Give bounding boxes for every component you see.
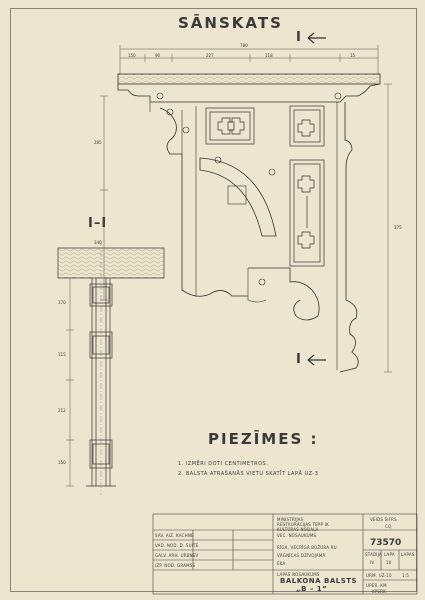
top-dimension-lines	[119, 45, 379, 75]
dim-top-part-3: 227	[206, 53, 214, 58]
title-block-frame	[152, 513, 418, 595]
dim-left-1: 285	[94, 140, 102, 145]
tb-sheet-label: LAPAS NOSAUKUMS	[277, 572, 320, 577]
tb-page-value: 10	[386, 560, 392, 565]
right-post	[339, 102, 359, 373]
tb-object-label: VEC. NOSAUKUMS	[277, 533, 317, 538]
tb-page-label: LAPA	[384, 552, 395, 557]
section-arrow-bottom	[307, 354, 326, 366]
dim-section-1: 170	[58, 300, 66, 305]
section-title: I–I	[88, 216, 108, 231]
dim-top-part-4: 118	[265, 53, 273, 58]
notes-title: PIEZĪMES :	[208, 430, 319, 448]
cross-panels	[205, 105, 325, 267]
dim-section-3: 212	[58, 408, 66, 413]
tb-footer-left: UPER. KM	[366, 583, 387, 588]
tb-object-line-2: VĀGNĪCAS DZĪVOJAMĀ	[277, 553, 326, 558]
dim-top-part-5: 15	[350, 53, 356, 58]
curved-brace	[199, 157, 277, 237]
section-beam	[57, 247, 165, 279]
tb-org-line-3: KULTŪRAS NODAĻA	[277, 527, 319, 532]
section-dimension-lines	[66, 277, 74, 487]
tb-object-line-3: ĒKA	[277, 561, 286, 566]
tb-row-3: GALV. ARH. URBŅEV	[155, 553, 199, 558]
dim-top-total: 780	[240, 43, 248, 48]
tb-top-right-value: CQ	[385, 524, 392, 529]
tb-stage-label: STADIJA	[365, 552, 382, 557]
elevation-title: SĀNSKATS	[178, 14, 283, 32]
section-marker-top: I	[296, 30, 302, 45]
tb-org-line-2: RESTAURĀCIJAS TEPP IK	[277, 522, 329, 527]
dim-left-2: 340	[94, 240, 102, 245]
bracket-post	[159, 107, 248, 297]
dim-section-4: 150	[58, 460, 66, 465]
dim-top-part-1: 150	[128, 53, 136, 58]
tb-code: URM. UZ-10	[366, 573, 392, 578]
tb-row-1: SAV. AIZ. KACHNE	[155, 533, 194, 538]
top-beam	[117, 73, 381, 85]
tb-footer-right: KPERK	[372, 589, 386, 594]
tb-sheet-title: BALKONA BALSTS	[280, 577, 358, 585]
tb-sheet-subtitle: „B – 1”	[296, 585, 328, 593]
dim-top-part-2: 90	[155, 53, 161, 58]
tb-row-4: IZP. NOD. GRAMSS	[155, 563, 196, 568]
right-dimension-lines	[384, 83, 392, 373]
tb-stage-value: IV	[370, 560, 375, 565]
section-arrow-top	[307, 32, 326, 44]
brace-ornament	[227, 185, 247, 205]
note-2: 2. BALSTA ATRAŠANĀS VIETU SKATĪT LAPĀ UZ…	[178, 471, 319, 477]
dim-right: 375	[394, 225, 402, 230]
bolt-marks	[156, 92, 342, 286]
tb-number: 73570	[370, 538, 402, 548]
tb-top-right-label: VEIDS ŠIFRS	[370, 517, 397, 522]
cornice-profile	[117, 83, 381, 103]
section-marker-bottom: I	[296, 352, 302, 367]
tb-object-line-1: RĪGA, VECRĪGĀ BŪŽURA RU.	[277, 545, 339, 550]
lower-scroll	[248, 267, 320, 321]
note-1: 1. IZMĒRI DOTI CENTIMETROS.	[178, 461, 269, 467]
tb-row-2: VAD. NOD. D. SUITE	[155, 543, 199, 548]
dim-section-2: 115	[58, 352, 66, 357]
tb-pages-label: LAPAS	[401, 552, 415, 557]
tb-org-line-1: MINISTRIJAS	[277, 517, 304, 522]
tb-code-num: 1:5	[402, 573, 410, 578]
